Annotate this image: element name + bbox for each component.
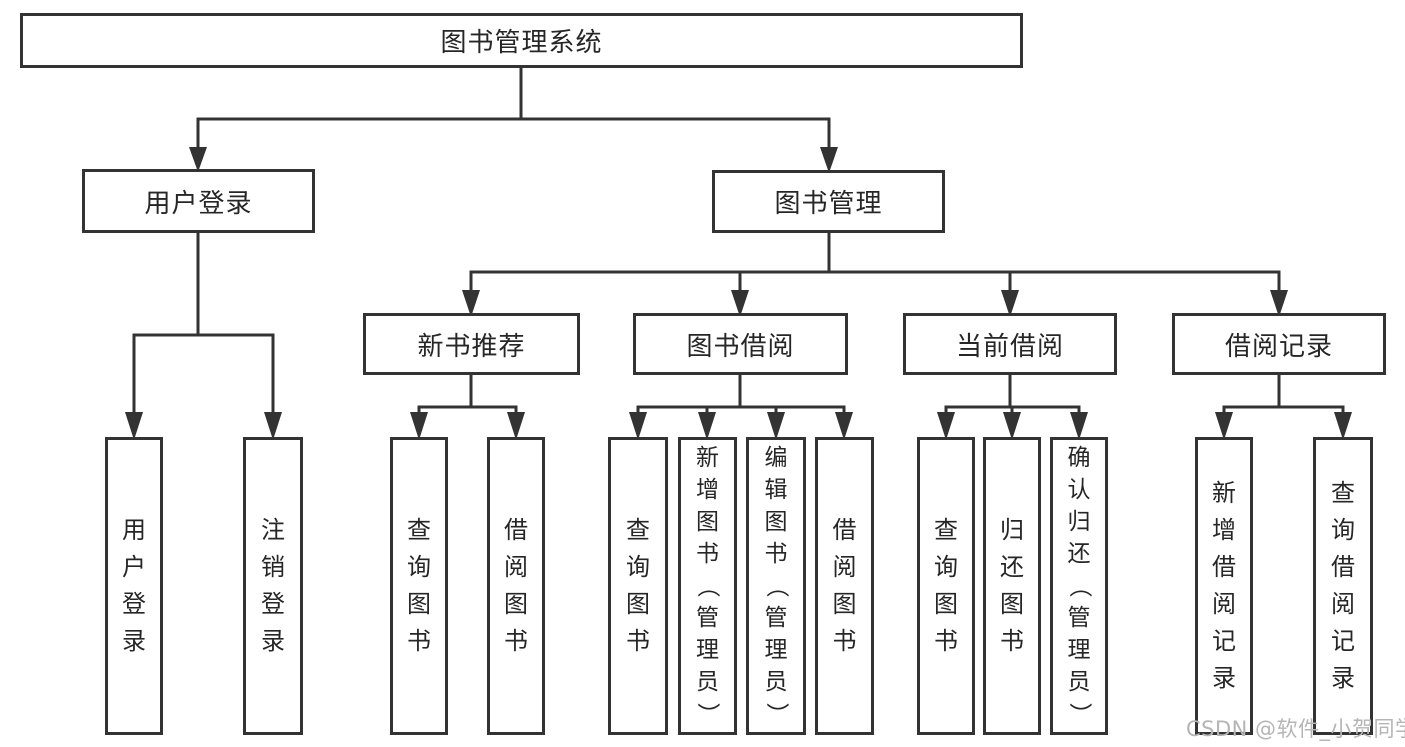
vertical-label-char: 查 bbox=[407, 516, 431, 544]
connector-arrowheads bbox=[125, 147, 1352, 440]
leaf-add-books-admin: 新增图书 （ 管理员 ） bbox=[678, 437, 737, 735]
vertical-label-char: 询 bbox=[934, 553, 958, 581]
vertical-label-char: （ bbox=[694, 574, 721, 598]
vertical-label-char: 新 bbox=[1212, 479, 1236, 507]
leaf-borrow-books-borrowing: 借阅图书 bbox=[815, 437, 874, 735]
vertical-label-char: 图 bbox=[832, 590, 857, 618]
vertical-label-char: 管 bbox=[696, 605, 719, 631]
vertical-label-char: 新 bbox=[696, 445, 719, 471]
vertical-label-char: 员 bbox=[696, 669, 719, 695]
node-book-management: 图书管理 bbox=[712, 170, 945, 233]
vertical-label-char: 员 bbox=[764, 669, 788, 695]
vertical-label-char: 员 bbox=[1067, 669, 1091, 695]
vertical-label-char: 注 bbox=[261, 516, 285, 544]
vertical-label-char: 询 bbox=[407, 553, 431, 581]
leaf-logout: 注销登录 bbox=[243, 437, 303, 735]
vertical-label-char: 归 bbox=[1000, 516, 1024, 544]
vertical-label-char: 借 bbox=[1212, 553, 1236, 581]
leaf-add-borrow-record: 新增借阅记录 bbox=[1195, 437, 1253, 735]
vertical-label-char: 图 bbox=[407, 590, 431, 618]
leaf-query-books-recommend: 查询图书 bbox=[390, 437, 448, 735]
vertical-label-char: 阅 bbox=[504, 553, 528, 581]
leaf-user-login: 用户登录 bbox=[105, 437, 163, 735]
vertical-label-char: 录 bbox=[1212, 664, 1236, 692]
vertical-label-char: 还 bbox=[1000, 553, 1024, 581]
node-book-borrowing: 图书借阅 bbox=[633, 313, 848, 375]
vertical-label-char: 认 bbox=[1067, 477, 1091, 503]
vertical-label-char: 还 bbox=[1067, 541, 1091, 567]
leaf-return-books: 归还图书 bbox=[983, 437, 1041, 735]
vertical-label-char: 增 bbox=[696, 477, 719, 503]
vertical-label-char: 借 bbox=[832, 516, 857, 544]
vertical-label-char: 书 bbox=[626, 627, 650, 655]
leaf-query-borrow-record: 查询借阅记录 bbox=[1313, 437, 1373, 735]
vertical-label-char: 登 bbox=[122, 590, 146, 618]
vertical-label-char: 记 bbox=[1212, 627, 1236, 655]
vertical-label-char: 管 bbox=[1067, 605, 1091, 631]
vertical-label-char: 查 bbox=[934, 516, 958, 544]
vertical-label-char: 记 bbox=[1331, 627, 1355, 655]
vertical-label-char: ） bbox=[1066, 702, 1092, 726]
leaf-confirm-return-admin: 确认归还 （ 管理员 ） bbox=[1050, 437, 1108, 735]
vertical-label-char: 借 bbox=[504, 516, 528, 544]
vertical-label-char: 户 bbox=[122, 553, 146, 581]
vertical-label-char: 阅 bbox=[832, 553, 857, 581]
vertical-label-char: 辑 bbox=[764, 477, 788, 503]
vertical-label-char: 编 bbox=[764, 445, 788, 471]
vertical-label-char: 借 bbox=[1331, 553, 1355, 581]
vertical-label-char: （ bbox=[1066, 574, 1092, 598]
vertical-label-char: 书 bbox=[696, 541, 719, 567]
node-borrowing-records: 借阅记录 bbox=[1172, 313, 1386, 375]
vertical-label-char: 书 bbox=[1000, 627, 1024, 655]
leaf-query-books-borrowing: 查询图书 bbox=[608, 437, 668, 735]
node-library-system: 图书管理系统 bbox=[20, 13, 1023, 68]
csdn-watermark: CSDN @软件_小贺同学 bbox=[1186, 717, 1405, 741]
vertical-label-char: 录 bbox=[122, 627, 146, 655]
vertical-label-char: 录 bbox=[1331, 664, 1355, 692]
vertical-label-char: 图 bbox=[696, 509, 719, 535]
vertical-label-char: 询 bbox=[626, 553, 650, 581]
vertical-label-char: 图 bbox=[504, 590, 528, 618]
vertical-label-char: ） bbox=[694, 702, 721, 726]
vertical-label-char: （ bbox=[763, 574, 789, 598]
vertical-label-char: ） bbox=[763, 702, 789, 726]
node-current-borrowing: 当前借阅 bbox=[903, 313, 1117, 375]
vertical-label-char: 查 bbox=[1331, 479, 1355, 507]
vertical-label-char: 归 bbox=[1067, 509, 1091, 535]
vertical-label-char: 书 bbox=[764, 541, 788, 567]
vertical-label-char: 书 bbox=[504, 627, 528, 655]
vertical-label-char: 理 bbox=[696, 637, 719, 663]
leaf-query-books-current: 查询图书 bbox=[917, 437, 975, 735]
vertical-label-char: 理 bbox=[1067, 637, 1091, 663]
leaf-borrow-books-recommend: 借阅图书 bbox=[487, 437, 545, 735]
vertical-label-char: 图 bbox=[764, 509, 788, 535]
vertical-label-char: 查 bbox=[626, 516, 650, 544]
vertical-label-char: 阅 bbox=[1212, 590, 1236, 618]
vertical-label-char: 增 bbox=[1212, 516, 1236, 544]
node-user-login: 用户登录 bbox=[82, 169, 315, 233]
node-new-book-recommendation: 新书推荐 bbox=[363, 313, 580, 375]
leaf-edit-books-admin: 编辑图书 （ 管理员 ） bbox=[746, 437, 806, 735]
vertical-label-char: 图 bbox=[934, 590, 958, 618]
vertical-label-char: 询 bbox=[1331, 516, 1355, 544]
vertical-label-char: 理 bbox=[764, 637, 788, 663]
vertical-label-char: 书 bbox=[407, 627, 431, 655]
vertical-label-char: 书 bbox=[934, 627, 958, 655]
vertical-label-char: 录 bbox=[261, 627, 285, 655]
vertical-label-char: 用 bbox=[122, 516, 146, 544]
vertical-label-char: 图 bbox=[1000, 590, 1024, 618]
vertical-label-char: 登 bbox=[261, 590, 285, 618]
vertical-label-char: 书 bbox=[832, 627, 857, 655]
vertical-label-char: 图 bbox=[626, 590, 650, 618]
vertical-label-char: 管 bbox=[764, 605, 788, 631]
vertical-label-char: 销 bbox=[261, 553, 285, 581]
vertical-label-char: 阅 bbox=[1331, 590, 1355, 618]
vertical-label-char: 确 bbox=[1067, 445, 1091, 471]
